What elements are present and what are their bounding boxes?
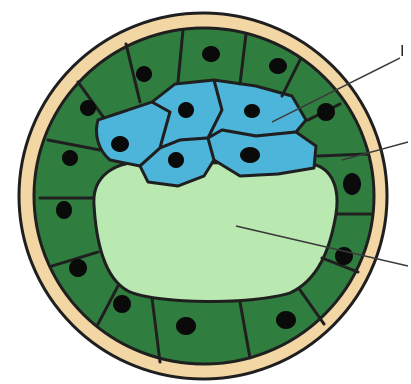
- nucleus: [240, 147, 260, 163]
- nucleus: [276, 311, 296, 329]
- nucleus: [80, 100, 96, 116]
- nucleus: [269, 58, 287, 74]
- nucleus: [168, 152, 184, 168]
- nucleus: [113, 295, 131, 313]
- nucleus: [178, 102, 194, 118]
- blastocoel-cavity: [94, 162, 337, 302]
- nucleus: [317, 103, 335, 121]
- nucleus: [202, 46, 220, 62]
- nucleus: [69, 259, 87, 277]
- nucleus: [56, 201, 72, 219]
- nucleus: [62, 150, 78, 166]
- nucleus: [136, 66, 152, 82]
- nucleus: [244, 104, 260, 118]
- nucleus: [176, 317, 196, 335]
- label-inner-cell-mass: I: [400, 43, 404, 60]
- nucleus: [343, 173, 361, 195]
- nucleus: [111, 136, 129, 152]
